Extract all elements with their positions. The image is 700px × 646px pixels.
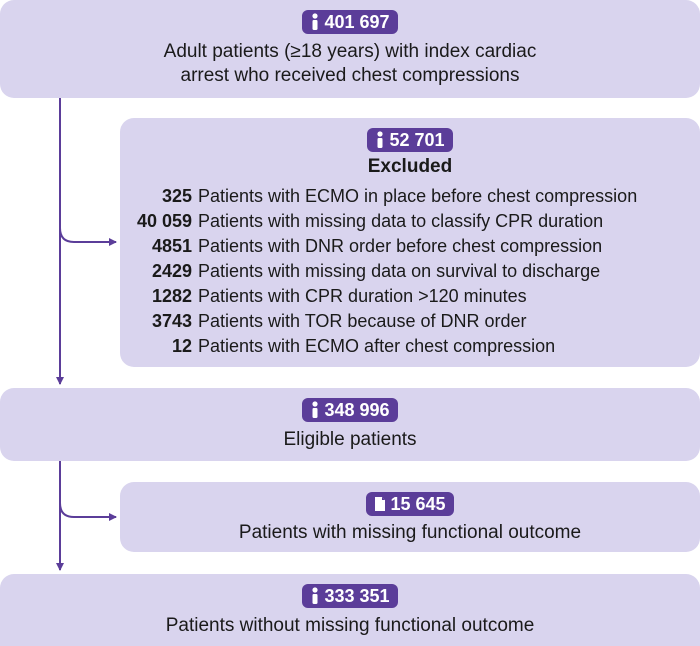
count-initial: 401 697 <box>324 12 390 32</box>
count-badge-final: 333 351 <box>302 584 398 608</box>
person-icon <box>377 131 384 148</box>
person-icon <box>312 587 319 604</box>
count-excluded: 52 701 <box>389 130 445 150</box>
eligible-text: Eligible patients <box>283 429 417 450</box>
count-missing: 15 645 <box>390 494 446 514</box>
document-icon <box>375 497 386 511</box>
person-icon <box>312 13 319 30</box>
box-final: 333 351 Patients without missing functio… <box>0 574 700 646</box>
box-missing-outcome: 15 645 Patients with missing functional … <box>120 482 700 552</box>
initial-line-2: arrest who received chest compressions <box>180 65 520 86</box>
arrow-to-excluded <box>59 227 117 246</box>
initial-line-1: Adult patients (≥18 years) with index ca… <box>163 41 537 62</box>
missing-text: Patients with missing functional outcome <box>238 522 582 543</box>
count-badge-missing: 15 645 <box>366 492 454 516</box>
excluded-title: Excluded <box>367 156 453 177</box>
count-final: 333 351 <box>324 586 390 606</box>
person-icon <box>312 401 319 418</box>
box-initial-patients: 401 697 Adult patients (≥18 years) with … <box>0 0 700 98</box>
box-eligible: 348 996 Eligible patients <box>0 388 700 461</box>
count-badge-eligible: 348 996 <box>302 398 398 422</box>
count-badge-excluded: 52 701 <box>367 128 453 152</box>
count-eligible: 348 996 <box>324 400 390 420</box>
count-badge-initial: 401 697 <box>302 10 398 34</box>
arrow-to-missing <box>59 502 117 521</box>
final-text: Patients without missing functional outc… <box>165 615 535 636</box>
